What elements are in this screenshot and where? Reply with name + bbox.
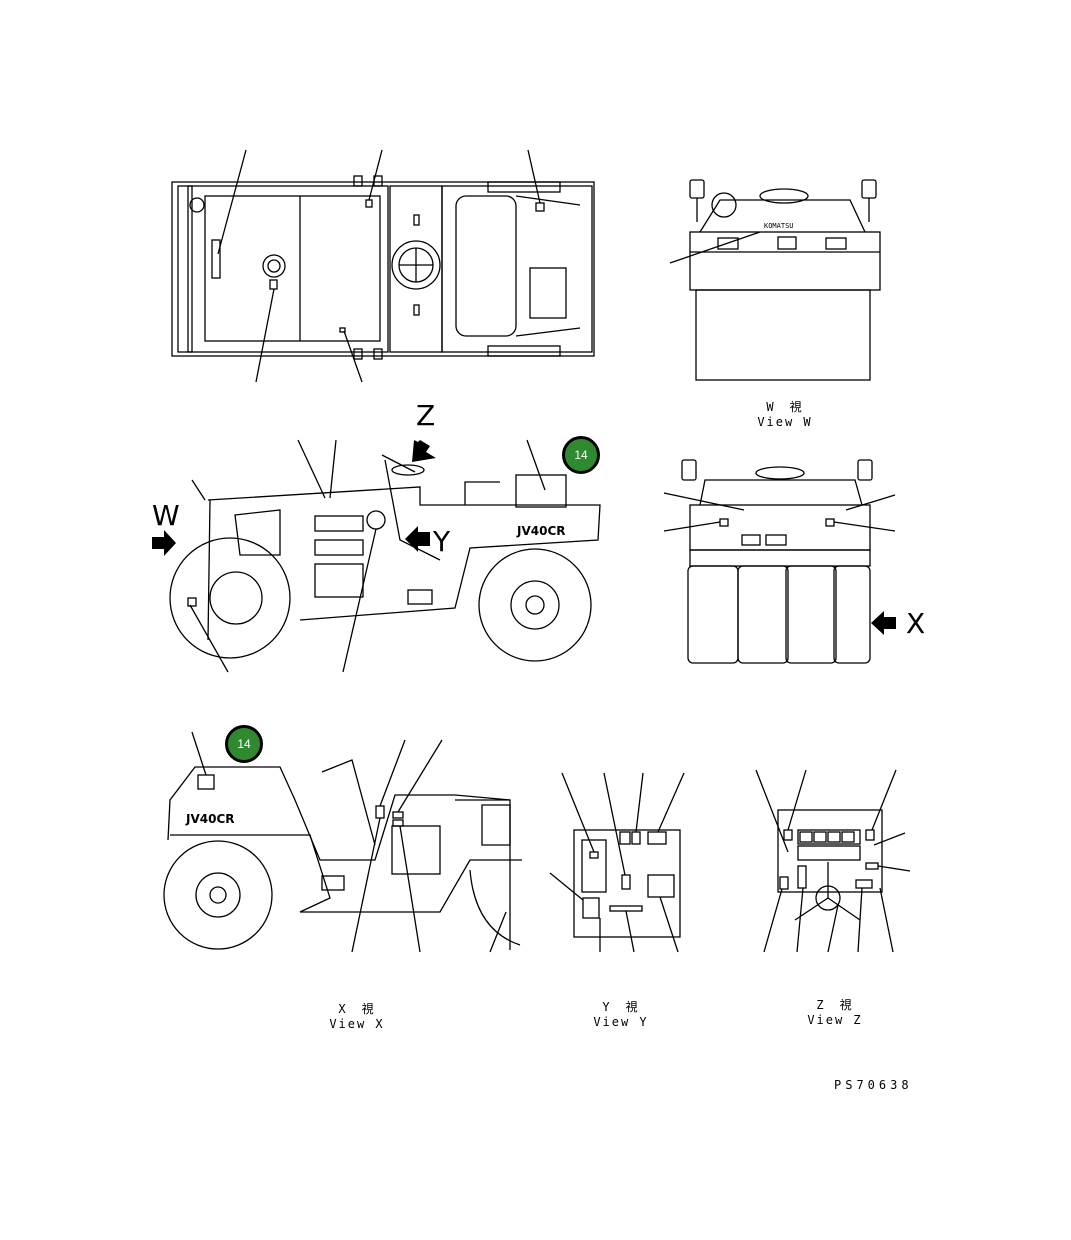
view-x-caption: X 視 View X — [302, 1000, 412, 1031]
view-y-panel — [549, 772, 685, 953]
view-y-en: View Y — [593, 1015, 649, 1029]
view-w-caption: W 視 View W — [730, 398, 840, 429]
side-view — [169, 439, 601, 673]
view-z-en: View Z — [807, 1013, 863, 1027]
arrow-w — [152, 530, 176, 556]
brand-decal: KOMATSU — [764, 222, 794, 230]
plan-view-top — [171, 149, 595, 383]
direction-arrows — [152, 440, 896, 635]
model-decal-view-x: JV40CR — [186, 812, 235, 826]
view-x-jp: X 視 — [338, 1002, 376, 1016]
view-z-jp: Z 視 — [816, 998, 854, 1012]
view-w-front — [669, 179, 881, 381]
callout-14-view-x: 14 — [225, 725, 263, 763]
arrow-label-z: Z — [416, 399, 436, 432]
arrow-x — [871, 611, 896, 635]
arrow-label-y: Y — [433, 525, 451, 558]
view-x-en: View X — [329, 1017, 385, 1031]
view-w-en: View W — [757, 415, 813, 429]
arrow-z — [412, 440, 436, 462]
arrow-y — [405, 526, 430, 552]
view-w-jp: W 視 — [766, 400, 804, 414]
view-y-jp: Y 視 — [602, 1000, 640, 1014]
view-y-caption: Y 視 View Y — [566, 998, 676, 1029]
model-decal: JV40CR — [517, 524, 566, 538]
arrow-label-x: X — [906, 607, 926, 640]
arrow-label-w: W — [152, 499, 180, 532]
view-z-caption: Z 視 View Z — [780, 996, 890, 1027]
callout-14-side: 14 — [562, 436, 600, 474]
view-x-side — [163, 731, 522, 953]
view-z-dashboard — [755, 769, 911, 953]
drawing-number: PS70638 — [834, 1078, 913, 1092]
rear-view — [663, 459, 896, 664]
